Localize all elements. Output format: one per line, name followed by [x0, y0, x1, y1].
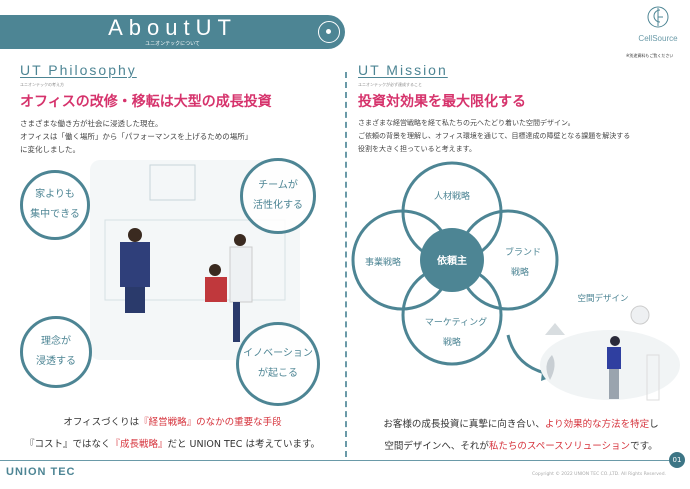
philosophy-subtitle: ユニオンテックの考え方: [20, 82, 64, 87]
page-number: 01: [669, 452, 685, 468]
circle-text: イノベーション: [243, 348, 313, 359]
circle-team: チームが活性化する: [240, 158, 316, 234]
text: です。: [630, 441, 658, 452]
text: し: [649, 419, 659, 430]
note: ※別途資料もご覧ください: [626, 53, 674, 58]
philosophy-conclusion: オフィスづくりは『経営戦略』のなかの重要な手段 『コスト』ではなく『成長戦略』だ…: [0, 412, 345, 456]
venn-right-label: ブランド: [505, 246, 541, 258]
people-illustration-icon: [104, 164, 286, 342]
mission-body: さまざまな経営戦略を経て私たちの元へたどり着いた空間デザイン。 ご依頼の背景を理…: [358, 117, 630, 156]
header-bar: AboutUT ユニオンテックについて: [0, 15, 345, 49]
philosophy-headline: オフィスの改修・移転は大型の成長投資: [20, 94, 272, 110]
mission-conclusion: お客様の成長投資に真摯に向き合い、より効果的な方法を特定し 空間デザインへ、それ…: [352, 414, 690, 458]
mission-title: UT Mission: [358, 62, 448, 78]
body-line: 役割を大きく担っていると考えます。: [358, 145, 476, 153]
text: 『コスト』ではなく: [24, 439, 111, 450]
venn-left-label: 事業戦略: [365, 256, 401, 268]
body-line: に変化しました。: [20, 145, 80, 154]
cellsource-logo: CellSource: [628, 4, 688, 44]
footer-brand: UNION TEC: [6, 466, 76, 478]
copyright: Copyright © 2022 UNION TEC CO.,LTD. All …: [531, 472, 666, 477]
venn-center-label: 依頼主: [437, 254, 467, 267]
highlight: 私たちのスペースソリューション: [488, 441, 631, 452]
highlight: 『成長戦略』: [110, 439, 168, 450]
venn-diagram: 依頼主 人材戦略 事業戦略 ブランド 戦略 マーケティング 戦略 空間デザイン: [351, 161, 680, 401]
circle-dot-icon: [318, 21, 340, 43]
body-line: さまざまな働き方が社会に浸透した現在。: [20, 119, 163, 128]
arrow-icon: [506, 334, 546, 375]
cellsource-logo-icon: [647, 6, 669, 28]
body-line: オフィスは「働く場所」から「パフォーマンスを上げるための場所」: [20, 132, 253, 141]
circle-text: 家よりも: [35, 189, 75, 200]
body-line: さまざまな経営戦略を経て私たちの元へたどり着いた空間デザイン。: [358, 119, 575, 127]
text: 空間デザインへ、それが: [384, 441, 489, 452]
venn-bottom-label: 戦略: [443, 336, 461, 348]
text: だと UNION TEC は考えています。: [167, 439, 321, 450]
circle-philosophy: 理念が浸透する: [20, 316, 92, 388]
space-design-label: 空間デザイン: [577, 293, 628, 304]
page-subtitle: ユニオンテックについて: [145, 41, 200, 47]
body-line: ご依頼の背景を理解し、オフィス環境を通じて、目標達成の障壁となる課題を解決する: [358, 132, 631, 140]
circle-text: 集中できる: [30, 209, 80, 220]
circle-innovation: イノベーションが起こる: [236, 322, 320, 406]
circle-text: 理念が: [41, 336, 71, 347]
circle-text: 浸透する: [36, 356, 76, 367]
space-illustration-icon: [540, 305, 680, 401]
footer-line: [0, 460, 676, 461]
highlight: 『経営戦略』のなかの重要な手段: [139, 417, 282, 428]
mission-headline: 投資対効果を最大限化する: [358, 94, 526, 110]
circle-text: 活性化する: [253, 200, 303, 211]
venn-right-label: 戦略: [511, 266, 529, 278]
circle-text: が起こる: [258, 368, 298, 379]
philosophy-title: UT Philosophy: [20, 62, 137, 78]
venn-top-label: 人材戦略: [434, 190, 470, 202]
venn-bottom-label: マーケティング: [425, 316, 487, 328]
circle-text: チームが: [258, 180, 298, 191]
text: オフィスづくりは: [63, 417, 140, 428]
mission-subtitle: ユニオンテックが必ず達成すること: [358, 82, 422, 87]
philosophy-body: さまざまな働き方が社会に浸透した現在。 オフィスは「働く場所」から「パフォーマン…: [20, 117, 252, 156]
page-title: AboutUT: [108, 15, 237, 40]
venn-center: [420, 228, 484, 292]
divider: [345, 72, 347, 457]
highlight: より効果的な方法を特定: [544, 419, 650, 430]
circle-concentrate: 家よりも集中できる: [20, 170, 90, 240]
text: お客様の成長投資に真摯に向き合い、: [383, 419, 545, 430]
logo-text: CellSource: [638, 34, 678, 43]
